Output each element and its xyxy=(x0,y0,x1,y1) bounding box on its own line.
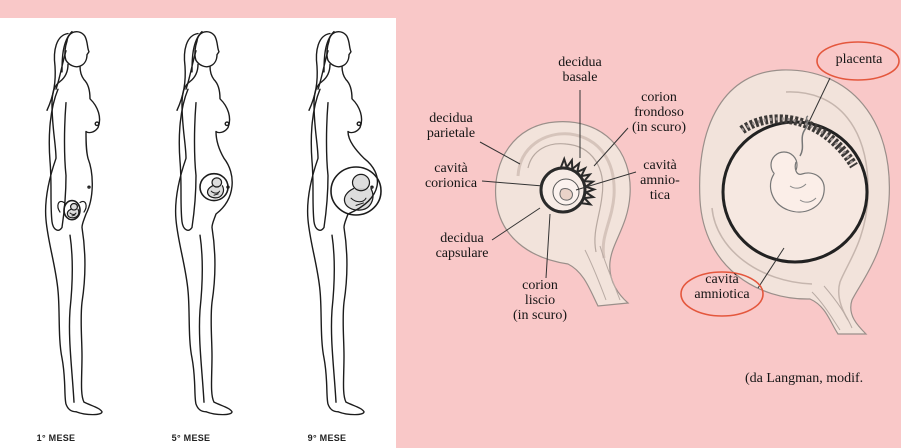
figure-head xyxy=(327,32,351,67)
figure-uterus xyxy=(58,201,86,220)
early-embryo xyxy=(560,189,572,201)
figure-fetus xyxy=(67,204,78,218)
figure-nipple xyxy=(357,122,361,125)
label-line: corion xyxy=(621,90,697,105)
figure-arm xyxy=(179,89,196,230)
figure-nipple xyxy=(95,122,99,125)
label-line: basale xyxy=(545,70,615,85)
label-line: (in scuro) xyxy=(503,308,577,323)
label-line: amnio- xyxy=(636,173,684,188)
label-line: cavità xyxy=(636,158,684,173)
figure-fetus-head xyxy=(71,204,78,211)
label-line: cavità xyxy=(419,161,483,176)
figure-uterus xyxy=(331,167,381,215)
figure-navel xyxy=(88,186,90,188)
figure-head xyxy=(65,32,89,67)
label-corion-liscio: corion liscio (in scuro) xyxy=(503,278,577,323)
label-placenta: placenta xyxy=(831,52,887,67)
pregnancy-figures xyxy=(0,18,396,448)
figure-nipple xyxy=(225,122,229,125)
label-line: decidua xyxy=(545,55,615,70)
label-line: decidua xyxy=(419,111,483,126)
figure-front-contour xyxy=(338,66,377,414)
figure-month-9 xyxy=(308,32,381,415)
label-decidua-parietale: decidua parietale xyxy=(419,111,483,141)
label-line: decidua xyxy=(427,231,497,246)
figure-uterus xyxy=(200,174,228,201)
figure-hair xyxy=(47,32,72,111)
stage-label-month-9: 9° MESE xyxy=(297,433,357,443)
figure-front-contour xyxy=(76,66,102,414)
label-line: liscio xyxy=(503,293,577,308)
label-corion-frondoso: corion frondoso (in scuro) xyxy=(621,90,697,135)
label-line: capsulare xyxy=(427,246,497,261)
figure-inner-leg xyxy=(331,235,336,402)
figure-hair xyxy=(177,32,202,111)
source-credit: (da Langman, modif. xyxy=(745,371,863,386)
figure-fetus xyxy=(344,174,372,210)
stage-label-month-5: 5° MESE xyxy=(161,433,221,443)
figure-navel xyxy=(371,186,373,188)
figure-arm xyxy=(311,89,328,230)
label-cavita-corionica: cavità corionica xyxy=(419,161,483,191)
label-line: parietale xyxy=(419,126,483,141)
label-cavita-amniotica-early: cavità amnio- tica xyxy=(636,158,684,203)
label-line: cavità xyxy=(684,272,760,287)
figure-month-5 xyxy=(176,32,233,415)
figure-fetus-head xyxy=(353,174,370,190)
label-line: (in scuro) xyxy=(621,120,697,135)
figure-fetus-head xyxy=(212,178,222,187)
label-line: tica xyxy=(636,188,684,203)
label-line: amniotica xyxy=(684,287,760,302)
pregnancy-stages-panel: 1° MESE 5° MESE 9° MESE xyxy=(0,18,396,448)
figure-fetus-body xyxy=(208,186,224,198)
label-line: corion xyxy=(503,278,577,293)
label-decidua-basale: decidua basale xyxy=(545,55,615,85)
figure-fetus-body xyxy=(344,189,372,211)
figure-fetus xyxy=(208,178,224,198)
label-line: corionica xyxy=(419,176,483,191)
label-cavita-amniotica-late: cavità amniotica xyxy=(684,272,760,302)
figure-inner-leg xyxy=(199,235,204,402)
figure-month-1 xyxy=(46,32,102,415)
figure-head xyxy=(195,32,219,67)
label-line: frondoso xyxy=(621,105,697,120)
figure-inner-leg xyxy=(69,235,74,402)
figure-fetus-body xyxy=(67,209,78,218)
figure-hair xyxy=(309,32,334,111)
label-decidua-capsulare: decidua capsulare xyxy=(427,231,497,261)
stage-label-month-1: 1° MESE xyxy=(26,433,86,443)
figure-front-contour xyxy=(206,66,232,414)
